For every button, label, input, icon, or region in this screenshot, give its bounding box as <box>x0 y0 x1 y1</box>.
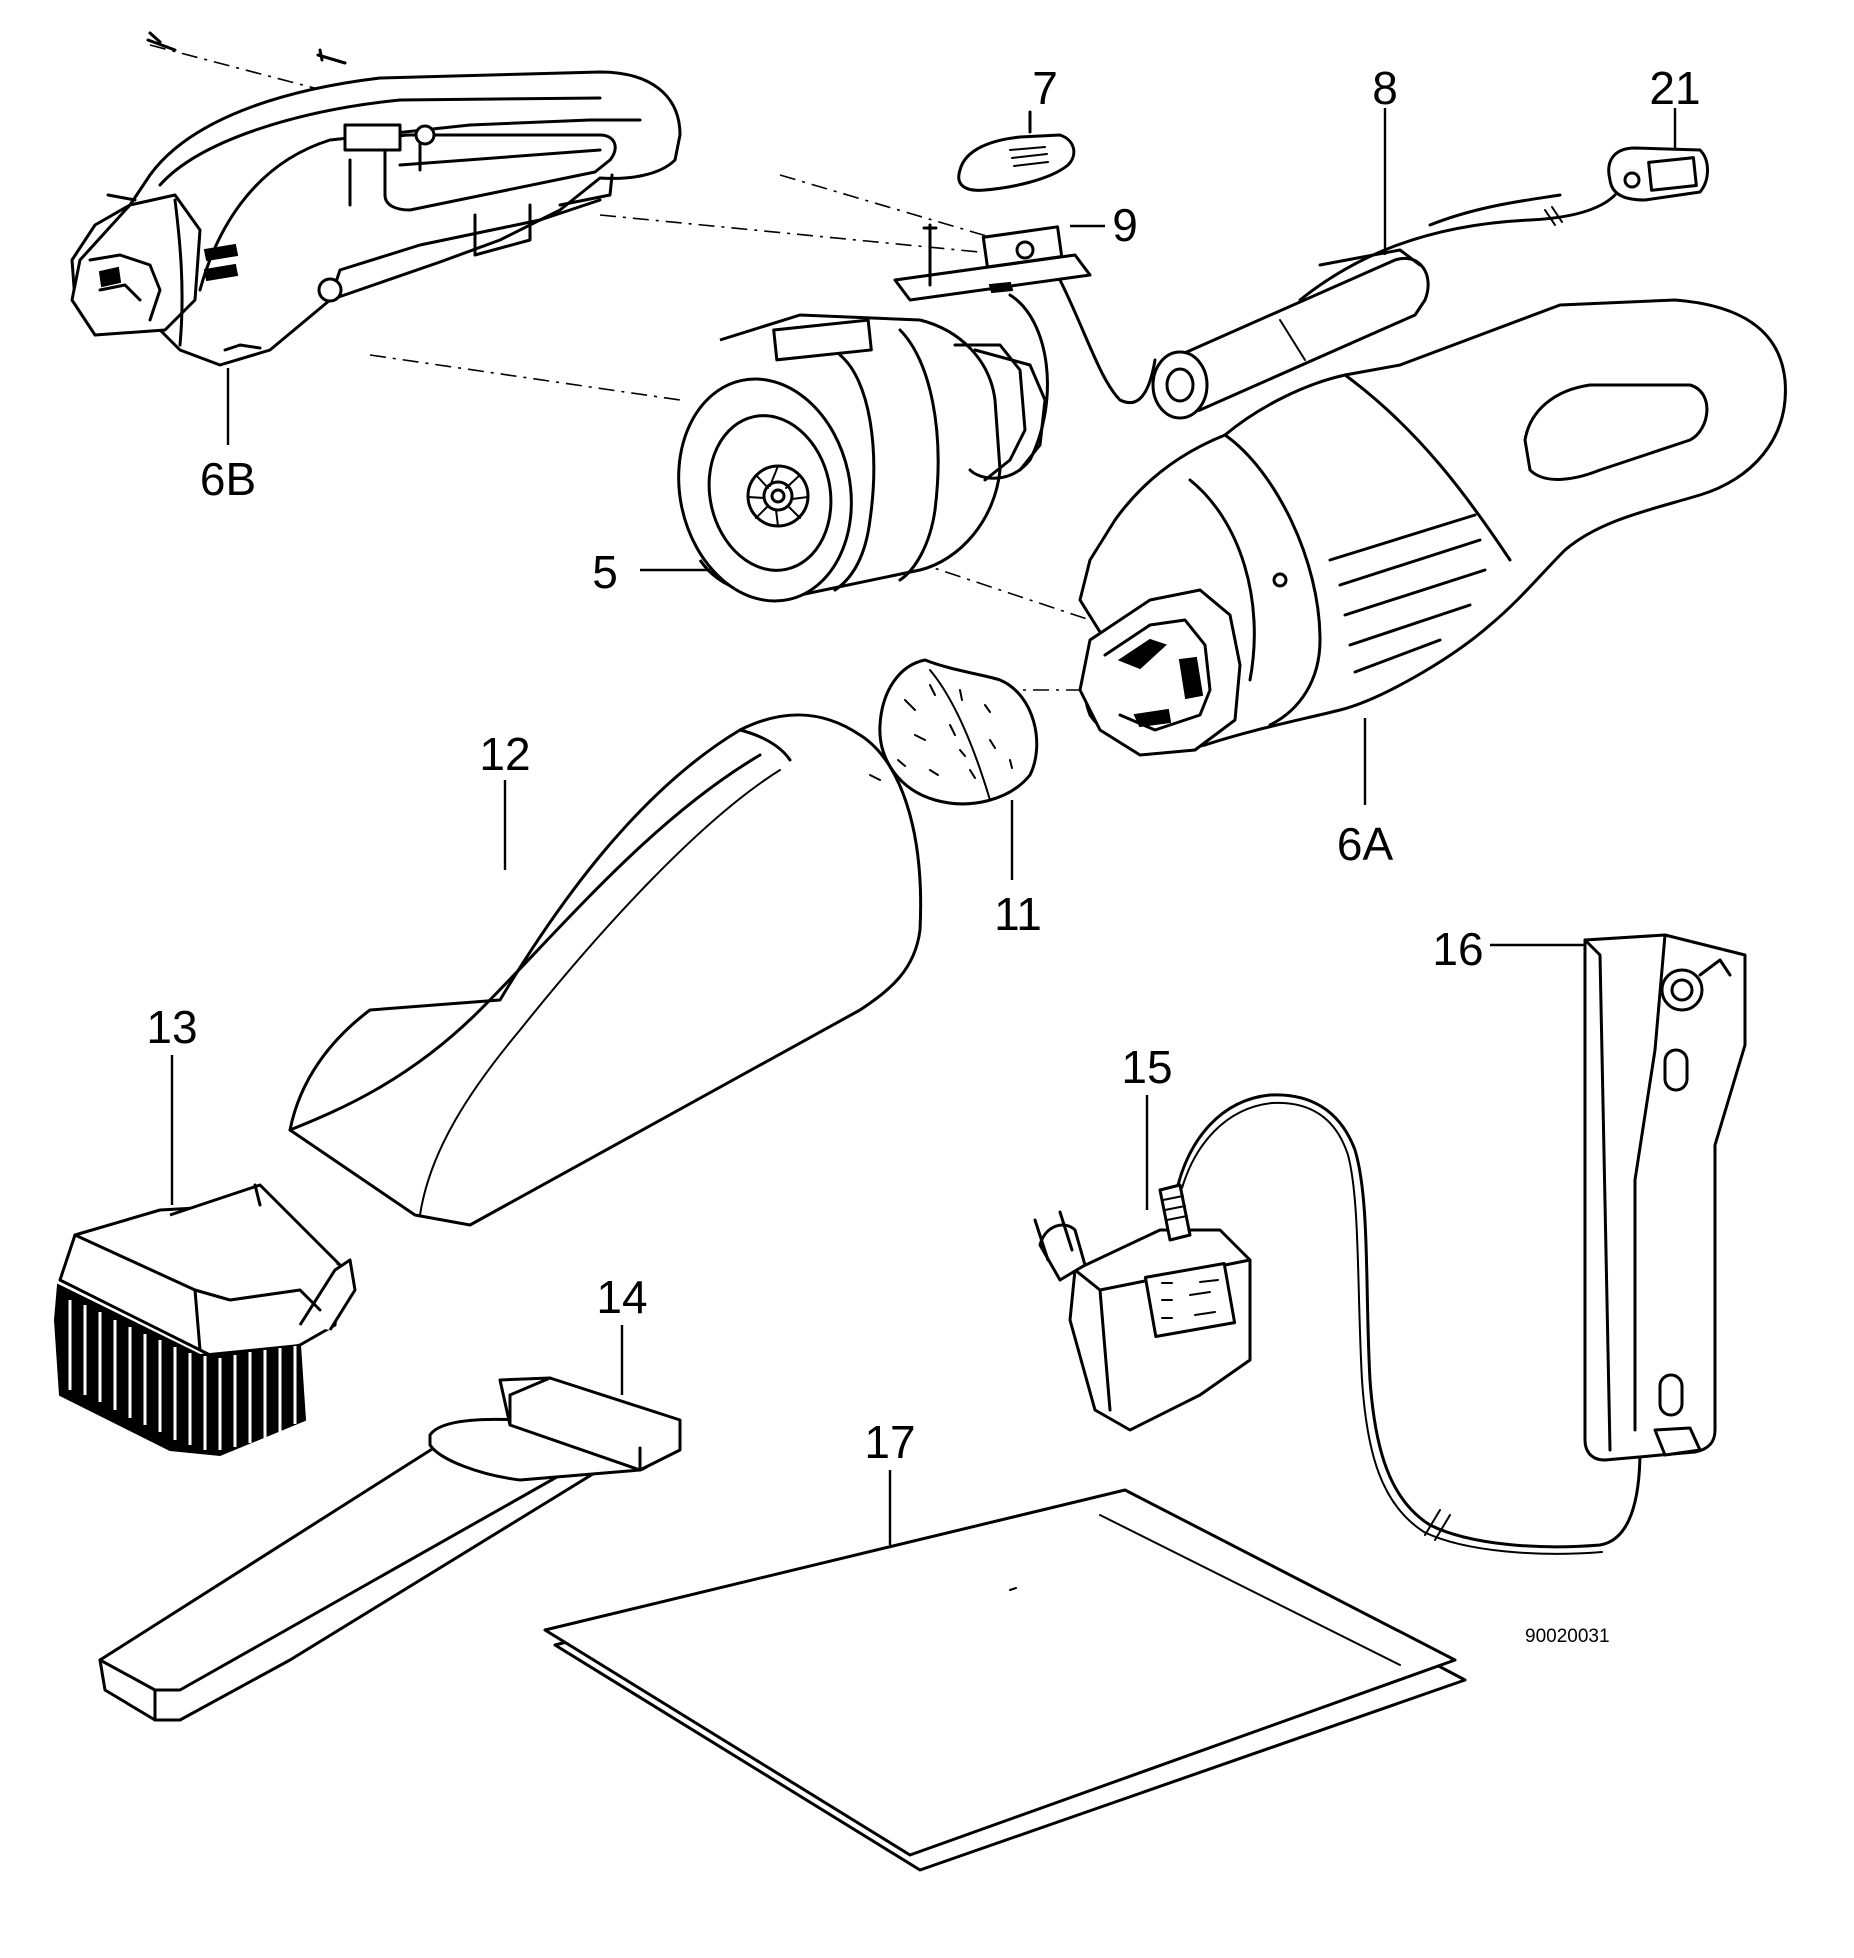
label-9: 9 <box>1112 199 1138 251</box>
switch-slider-7 <box>957 110 1076 192</box>
label-11: 11 <box>994 888 1042 940</box>
housing-half-6a <box>1078 298 1787 805</box>
label-12: 12 <box>479 728 530 780</box>
switch-board-9 <box>893 223 1157 480</box>
motor-5 <box>640 313 1047 603</box>
label-5: 5 <box>592 546 618 598</box>
instruction-manual-17 <box>543 1470 1467 1872</box>
label-6a: 6A <box>1337 818 1394 870</box>
charging-connector-21 <box>1298 108 1709 302</box>
label-7: 7 <box>1032 62 1058 114</box>
brush-attachment-13 <box>53 1055 357 1457</box>
drawing-code: 90020031 <box>1525 1626 1610 1647</box>
label-13: 13 <box>146 1001 197 1053</box>
wall-bracket-16 <box>1490 933 1747 1462</box>
label-15: 15 <box>1121 1041 1172 1093</box>
battery-pack-8 <box>1151 108 1430 420</box>
label-6b: 6B <box>200 453 256 505</box>
label-21: 21 <box>1649 62 1700 114</box>
housing-half-6b <box>70 31 682 445</box>
label-16: 16 <box>1432 923 1483 975</box>
label-14: 14 <box>596 1271 647 1323</box>
label-8: 8 <box>1372 62 1398 114</box>
charger-adapter-15 <box>1033 1093 1642 1555</box>
filter-11 <box>878 658 1039 880</box>
part-labels: 7 8 21 9 6B 5 12 6A 11 16 13 15 14 17 90… <box>146 62 1700 1647</box>
dust-bowl-12 <box>288 713 923 1227</box>
crevice-tool-14 <box>98 1325 682 1722</box>
label-17: 17 <box>864 1416 915 1468</box>
